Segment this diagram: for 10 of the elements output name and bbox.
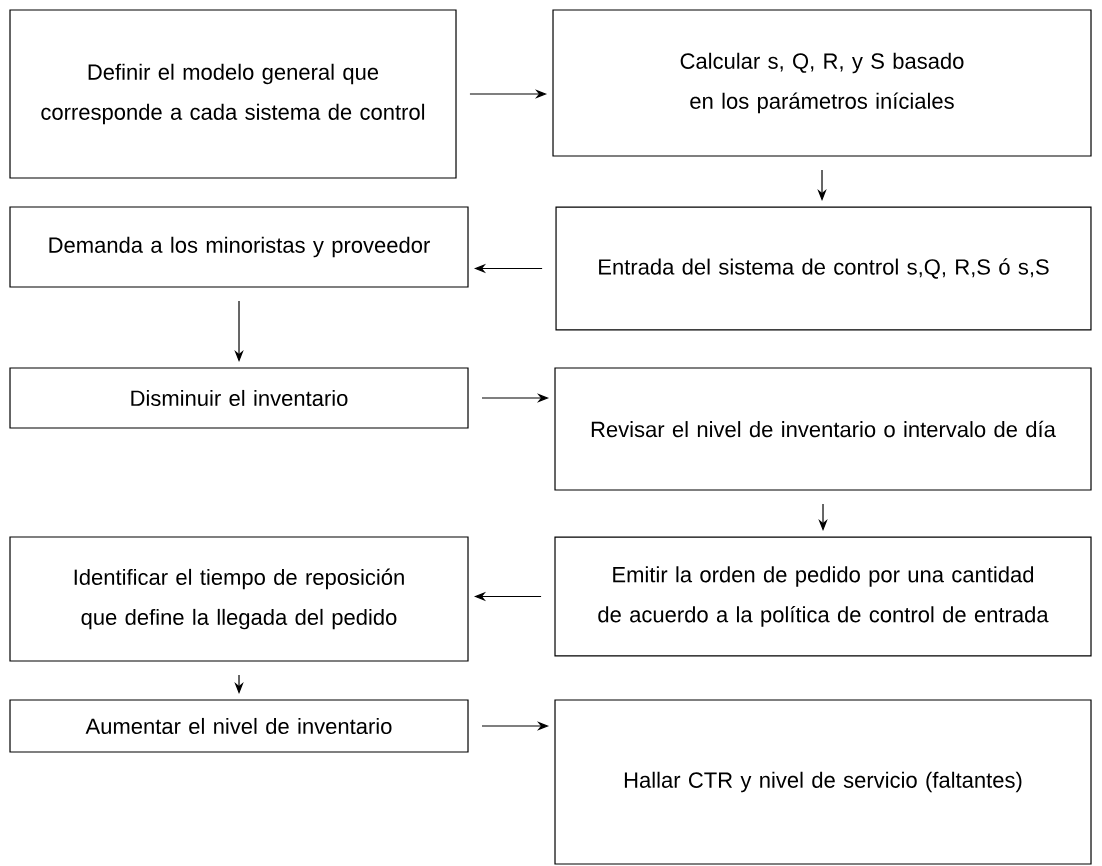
process-box: Hallar CTR y nivel de servicio (faltantes) [554, 699, 1092, 865]
process-box: Definir el modelo general que corresponde a cada sistema de control [9, 9, 457, 179]
process-box: Revisar el nivel de inventario o intervalo de día [554, 367, 1092, 491]
process-box: Calcular s, Q, R, y S basado en los parámetros iníciales [552, 9, 1092, 157]
process-box: Aumentar el nivel de inventario [9, 699, 469, 753]
process-box: Disminuir el inventario [9, 367, 469, 429]
process-box: Identificar el tiempo de reposición que define la llegada del pedido [9, 536, 469, 662]
process-box: Demanda a los minoristas y proveedor [9, 206, 469, 288]
process-box: Emitir la orden de pedido por una cantidad de acuerdo a la política de control de entrada [554, 536, 1092, 657]
process-box: Entrada del sistema de control s,Q, R,S ó s,S [555, 206, 1092, 331]
